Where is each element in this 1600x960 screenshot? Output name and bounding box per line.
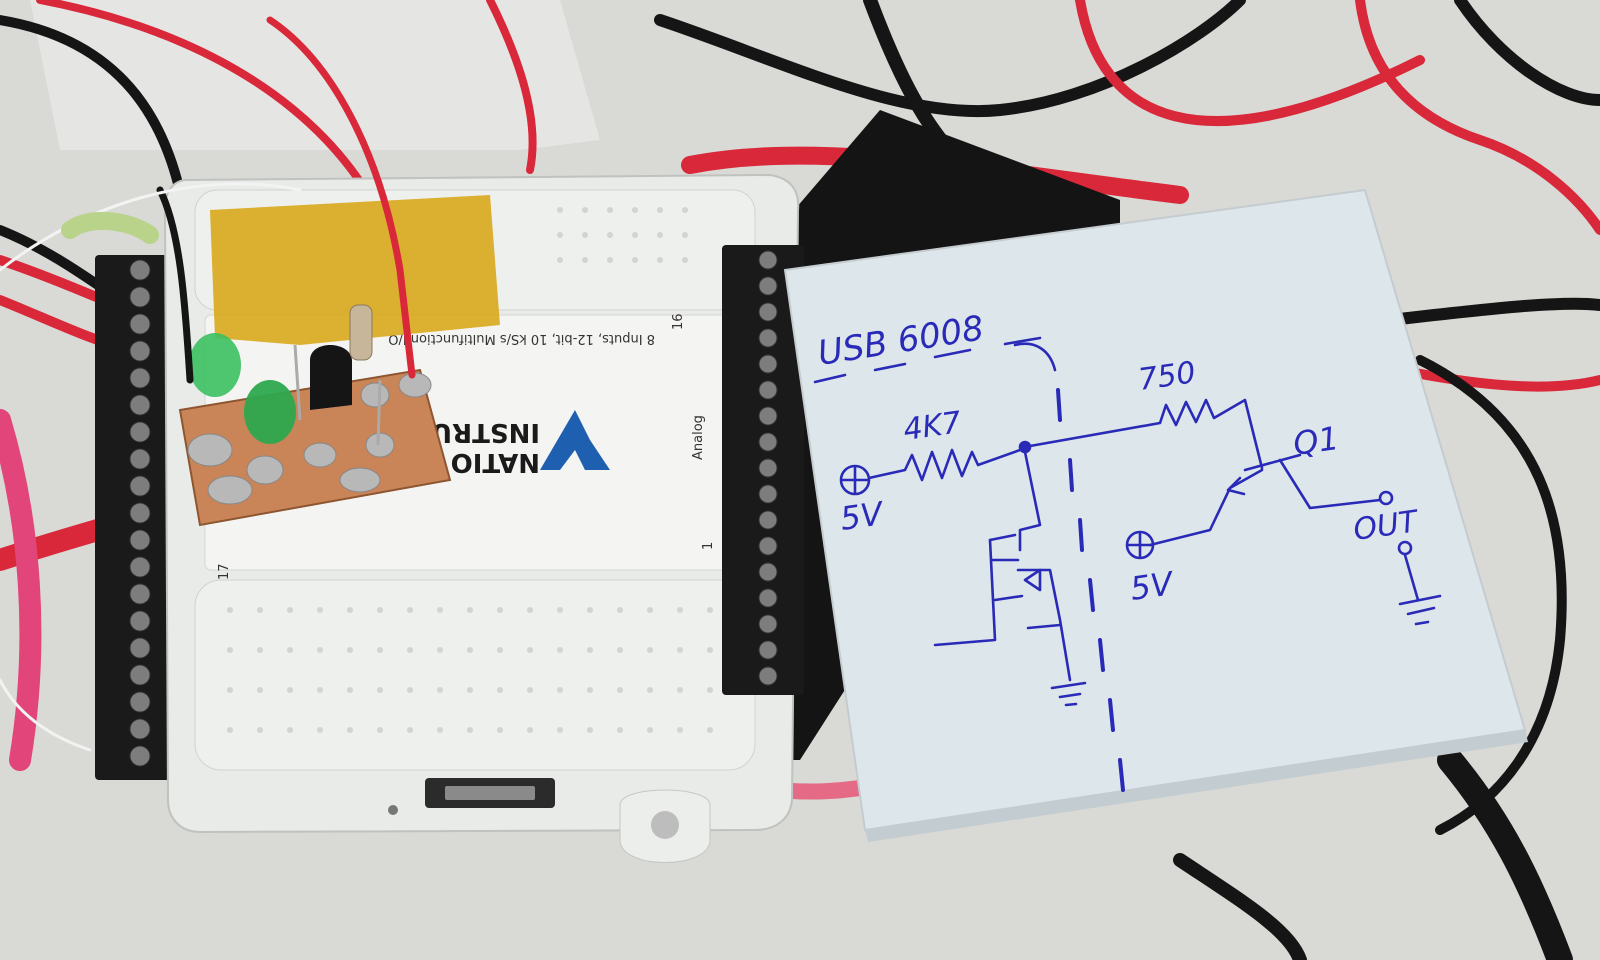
supply-label-left: 5V bbox=[838, 494, 887, 538]
pin-label-left: 17 bbox=[217, 563, 232, 580]
green-led-1 bbox=[189, 333, 241, 397]
supply-terminal-mid bbox=[1125, 530, 1155, 560]
transistor-q1-symbol bbox=[1243, 453, 1302, 472]
circuit-sketch bbox=[813, 336, 1442, 792]
brand-line-2: INSTRU bbox=[431, 417, 540, 447]
kapton-tape bbox=[210, 195, 500, 345]
device-label: NATIO INSTRU 8 Inputs, 12-bit, 10 kS/s M… bbox=[217, 313, 716, 580]
supply-label-mid: 5V bbox=[1128, 564, 1177, 608]
transistor-q1-label: Q1 bbox=[1291, 419, 1341, 463]
status-led bbox=[388, 805, 398, 815]
spec-text: 8 Inputs, 12-bit, 10 kS/s Multifunction … bbox=[388, 331, 655, 346]
pin-label-bottom: 1 bbox=[701, 542, 716, 550]
transistor bbox=[310, 345, 352, 410]
pin-label-top: 16 bbox=[671, 313, 686, 330]
terminal-strip-right bbox=[722, 245, 804, 695]
ni-logo-icon bbox=[540, 410, 610, 470]
brand-line-1: NATIO bbox=[451, 447, 540, 477]
resistor-750-symbol bbox=[1028, 398, 1264, 470]
resistor-750-label: 750 bbox=[1136, 355, 1198, 398]
output-terminal bbox=[1378, 490, 1394, 506]
resistor-4k7-symbol bbox=[867, 448, 1022, 482]
terminal-strip-left bbox=[95, 255, 180, 780]
resistor-4k7-label: 4K7 bbox=[901, 405, 963, 448]
mounting-hole bbox=[651, 811, 679, 839]
green-led-2 bbox=[244, 380, 296, 444]
perfboard bbox=[178, 304, 452, 527]
section-label: Analog bbox=[691, 415, 706, 460]
supply-terminal-left bbox=[839, 464, 871, 496]
resistor-1 bbox=[349, 304, 373, 361]
foreground-wires bbox=[0, 16, 416, 384]
